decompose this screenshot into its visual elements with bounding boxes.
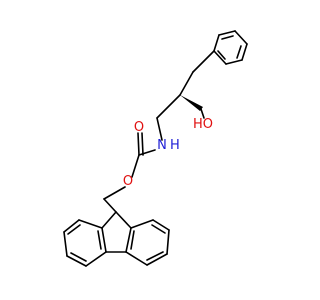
fluorenyl-group [63,211,170,267]
double-bond-inner [67,224,81,235]
bond [166,229,170,255]
bond [131,154,140,178]
bond [85,251,107,267]
bond [200,108,205,119]
amine-hydrogen-label: H [170,138,180,153]
bond [125,227,132,253]
bond [103,198,117,213]
bond [141,132,144,156]
bond [241,43,248,61]
bond [192,50,215,73]
carbonyl-oxygen-label: O [134,120,144,135]
structure-diagram: HO N H O O [63,30,248,267]
bond [125,251,148,266]
double-bond-inner [70,252,87,262]
bond [156,94,181,119]
bond [115,211,132,229]
bond [218,30,236,36]
bond [137,132,140,156]
bond [213,50,227,65]
bond [78,219,103,229]
bond [63,231,68,257]
bond [130,219,154,229]
ester-oxygen-label: O [123,174,133,189]
double-bond-inner [130,230,135,250]
double-bond-inner [217,50,226,60]
bond [101,211,117,229]
double-bond-inner [151,224,166,234]
bond [179,71,194,96]
bond [152,219,170,231]
phenyl-ring [213,30,248,65]
double-bond-inner [221,35,234,40]
wedge-bond [180,95,203,111]
bond [63,219,80,233]
bond [156,117,163,141]
amine-label: N [157,138,167,153]
bond [66,255,87,267]
double-bond-inner [236,45,242,59]
bond [146,253,168,266]
bond [213,34,220,52]
bond [101,227,107,253]
hydroxyl-label: HO [193,117,213,132]
bond [103,186,126,200]
double-bond-inner [146,251,164,261]
bond [234,30,248,45]
double-bond-inner [97,230,102,250]
bond [138,149,156,156]
bond [225,59,243,65]
